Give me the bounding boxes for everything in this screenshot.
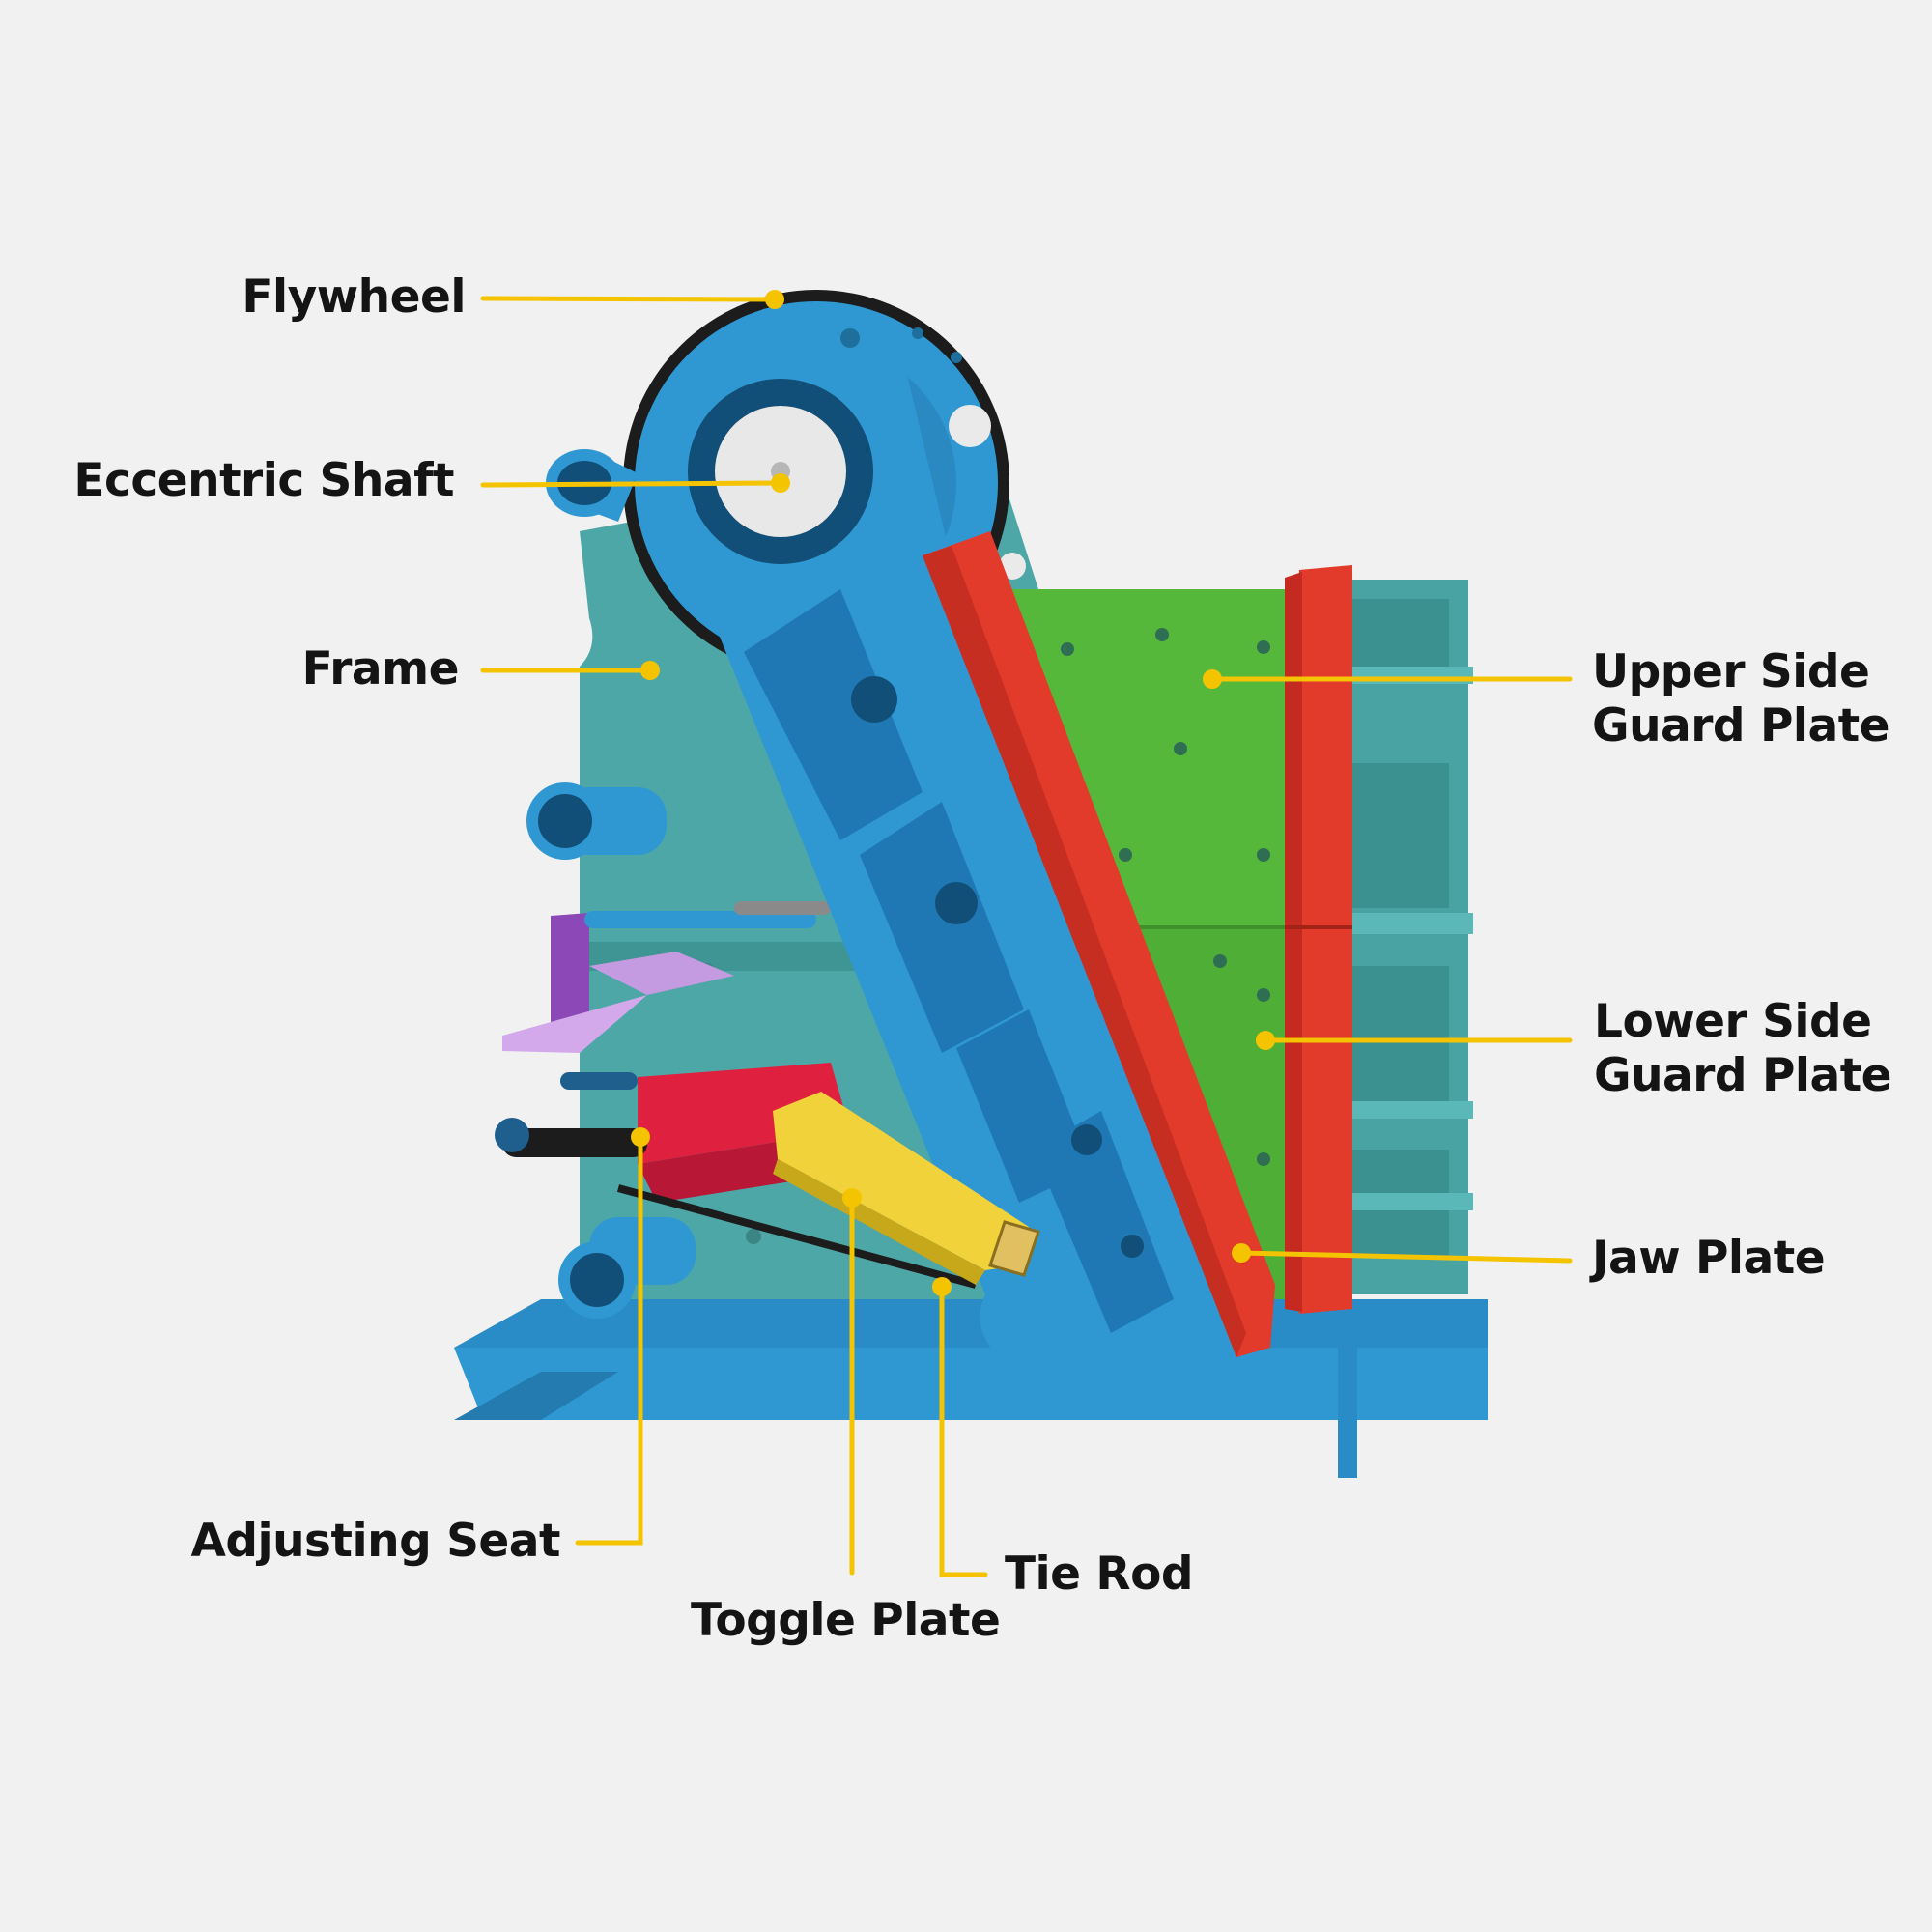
- label-lower-side-guard-plate: Lower Side Guard Plate: [1594, 995, 1892, 1104]
- label-toggle-plate: Toggle Plate: [691, 1594, 1001, 1647]
- label-frame: Frame: [301, 642, 460, 696]
- moving-jaw-plate: [923, 531, 1275, 1357]
- fixed-jaw-plate: [1285, 565, 1352, 1314]
- label-tie-rod: Tie Rod: [1005, 1548, 1194, 1601]
- leader-jaw-plate: [1238, 1250, 1573, 1264]
- leader-lines: [480, 296, 1573, 1577]
- base-beam: [454, 1299, 1488, 1478]
- label-upper-side-guard-plate-line2: Guard Plate: [1592, 699, 1890, 753]
- label-lower-side-guard-plate-line2: Guard Plate: [1594, 1049, 1892, 1103]
- label-jaw-plate: Jaw Plate: [1592, 1232, 1826, 1285]
- right-frame: [1309, 580, 1473, 1294]
- swing-jaw: [640, 303, 1256, 1373]
- purple-bracket: [502, 901, 831, 1053]
- leader-dots: [631, 290, 1275, 1296]
- label-upper-side-guard-plate: Upper Side Guard Plate: [1592, 645, 1890, 754]
- leader-tie-rod: [939, 1284, 988, 1577]
- leader-adjusting-seat: [575, 1134, 643, 1546]
- label-upper-side-guard-plate-line1: Upper Side: [1592, 645, 1870, 698]
- label-flywheel: Flywheel: [242, 270, 466, 324]
- leader-eccentric-shaft: [480, 480, 783, 488]
- label-lower-side-guard-plate-line1: Lower Side: [1594, 995, 1872, 1048]
- leader-flywheel: [480, 296, 778, 302]
- label-eccentric-shaft: Eccentric Shaft: [73, 454, 454, 507]
- label-adjusting-seat: Adjusting Seat: [190, 1515, 560, 1568]
- toggle-plate: [773, 1092, 1040, 1285]
